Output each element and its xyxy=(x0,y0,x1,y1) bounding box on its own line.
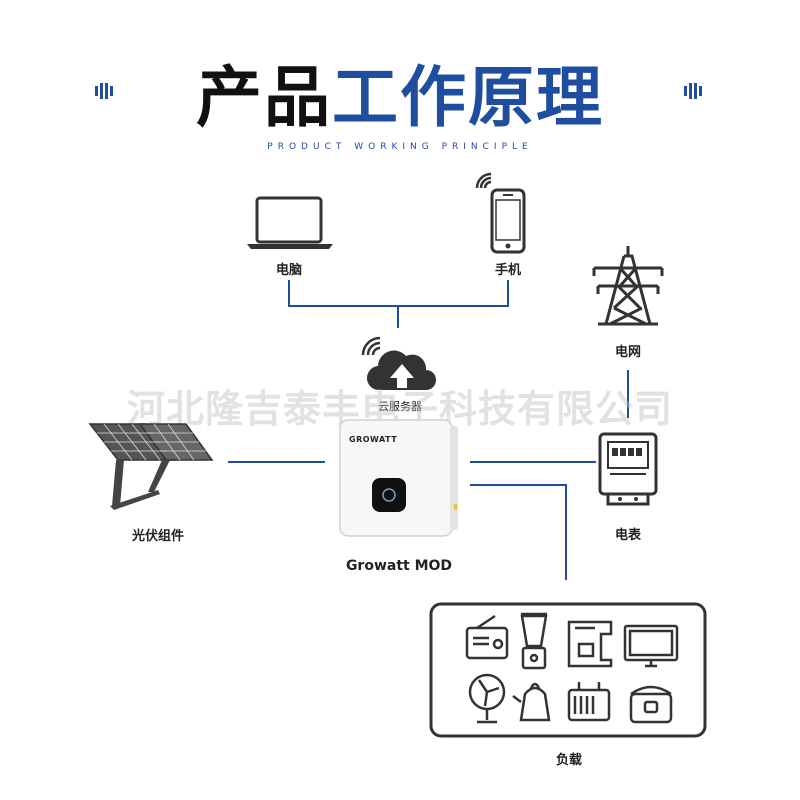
title-part-1: 产品 xyxy=(196,59,332,136)
fan-icon xyxy=(468,673,506,724)
page-subtitle: PRODUCT WORKING PRINCIPLE xyxy=(267,142,533,152)
rice-cooker-icon xyxy=(629,685,673,724)
pv-label: 光伏组件 xyxy=(131,529,184,544)
electric-meter-icon xyxy=(598,432,658,506)
smartphone-icon xyxy=(490,188,526,254)
cloud-wifi-icon xyxy=(361,336,381,356)
inverter-load-line xyxy=(470,484,567,580)
toaster-icon xyxy=(567,682,611,722)
inverter-label: Growatt MOD xyxy=(345,558,453,574)
power-tower-icon xyxy=(592,246,664,326)
radio-icon xyxy=(465,614,509,660)
coffee-machine-icon xyxy=(567,620,613,668)
meter-label: 电表 xyxy=(614,528,641,543)
load-box xyxy=(429,602,707,738)
grid-label: 电网 xyxy=(614,345,641,360)
inverter-device xyxy=(339,419,458,537)
cloud-upload-icon xyxy=(366,350,436,391)
page-title: 产品工作原理 xyxy=(0,58,800,138)
laptop-icon xyxy=(247,196,333,249)
wifi-icon xyxy=(475,172,492,189)
title-part-2: 工作原理 xyxy=(332,59,604,136)
kettle-icon xyxy=(512,682,551,722)
decor-bars-right xyxy=(684,80,704,99)
decor-bars-left xyxy=(95,80,115,99)
solar-panel-icon xyxy=(88,423,214,510)
inverter-brand-logo: GROWATT xyxy=(349,435,398,444)
cloud-label: 云服务器 xyxy=(378,400,422,413)
blender-icon xyxy=(520,612,548,670)
load-label: 负载 xyxy=(555,753,582,768)
computer-label: 电脑 xyxy=(275,263,302,278)
tv-icon xyxy=(623,624,679,668)
phone-label: 手机 xyxy=(494,263,521,278)
device-link-line xyxy=(288,280,509,307)
